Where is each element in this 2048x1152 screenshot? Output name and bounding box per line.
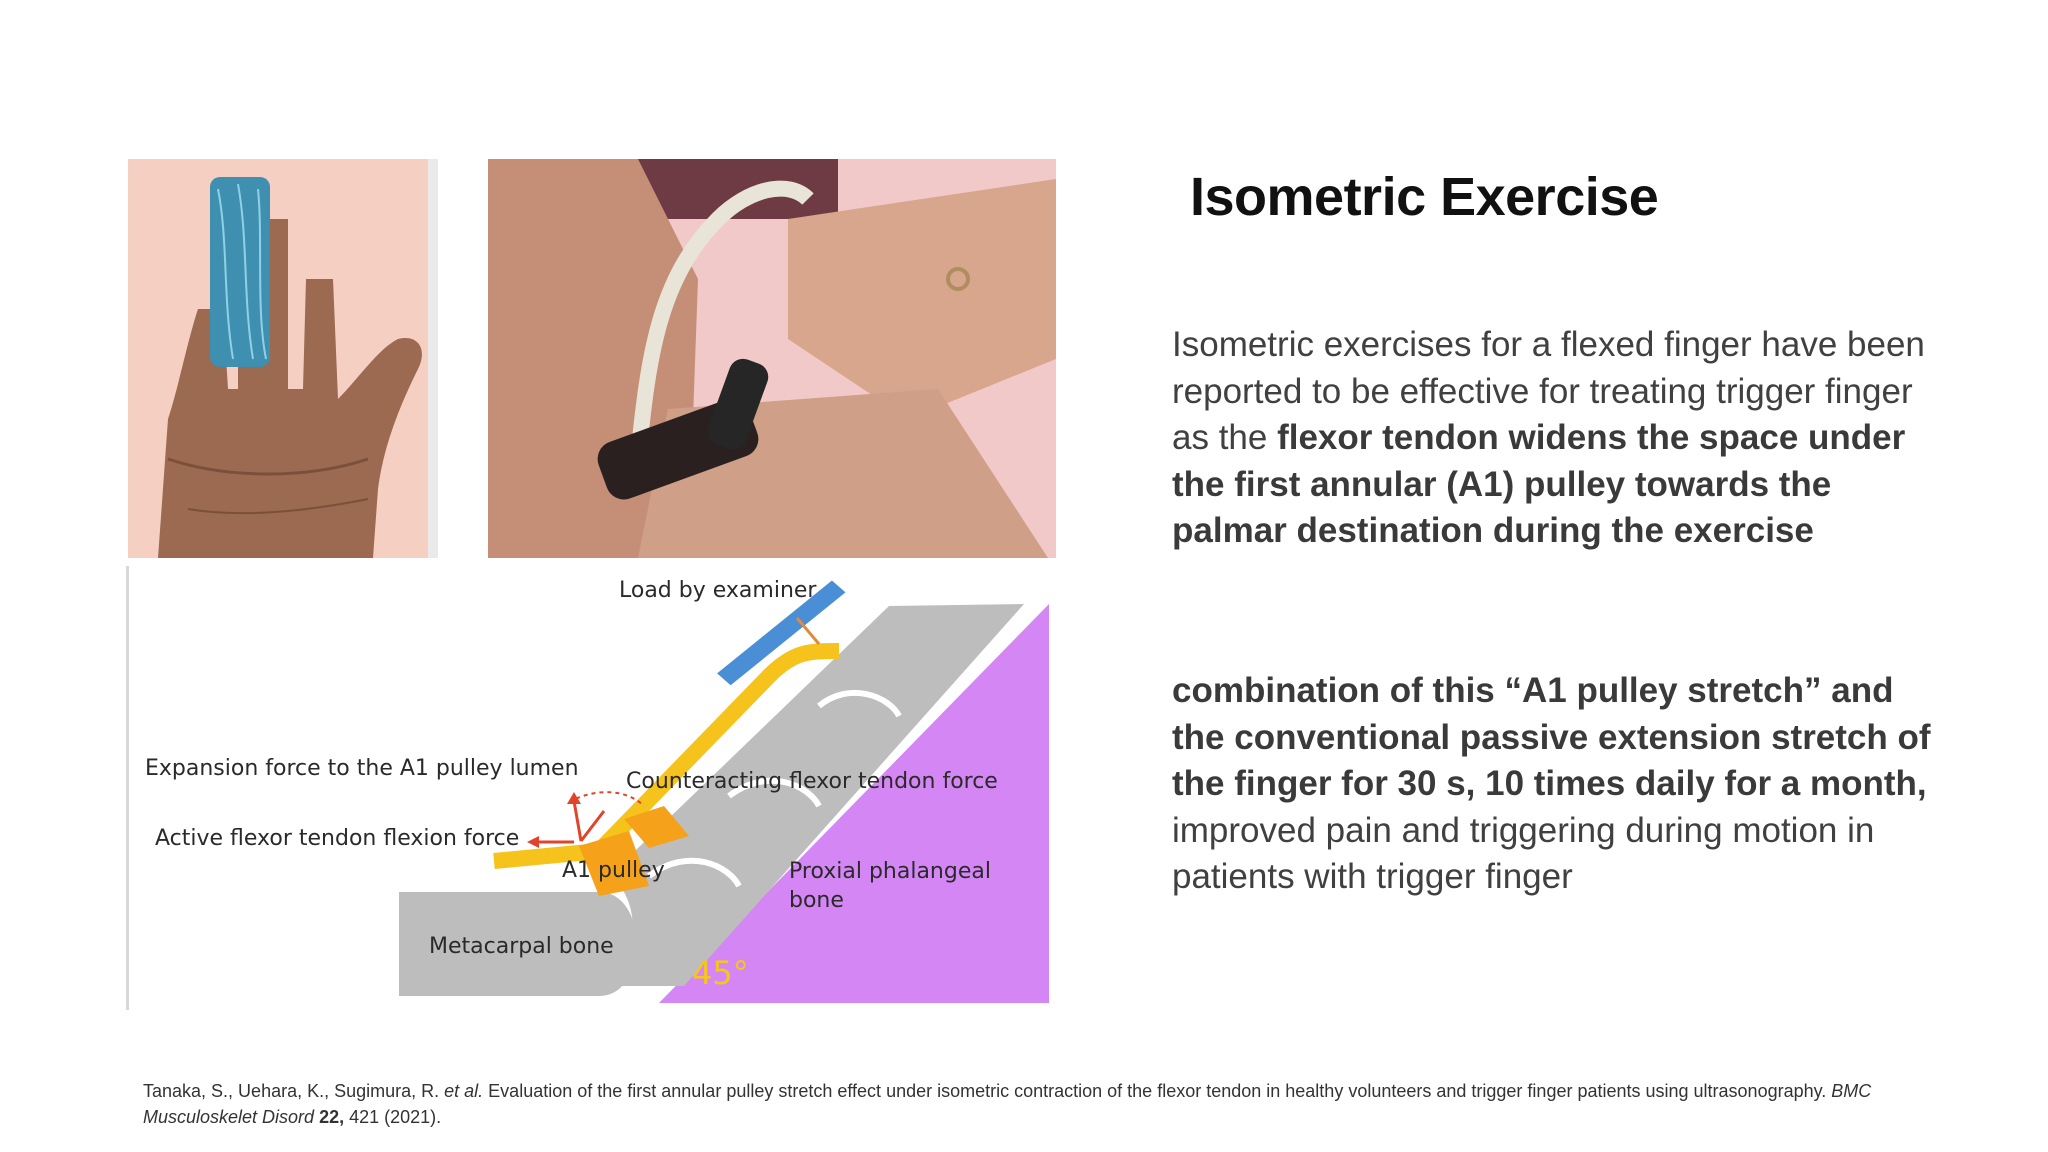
citation-pages: 421 (2021). [344,1107,442,1127]
paragraph-2-bold: combination of this “A1 pulley stretch” … [1172,671,1931,803]
expansion-label: Expansion force to the A1 pulley lumen [145,756,579,781]
flexor-tendon-shape [493,643,840,869]
proximal-label-line2: bone [789,888,844,913]
counteracting-label: Counteracting flexor tendon force [626,769,998,794]
counteract-pulley-shape [624,806,689,848]
paragraph-1-regular: Isometric exercises for a flexed finger … [1172,325,1925,457]
paragraph-1: Isometric exercises for a flexed finger … [1172,322,1932,555]
load-label: Load by examiner [619,578,817,603]
a1-pulley-diagram: Load by examiner Expansion force to the … [126,566,1059,1010]
citation-authors: Tanaka, S., Uehara, K., Sugimura, R. [143,1081,445,1101]
phalangeal-bone-shape [609,604,1024,986]
metacarpal-label: Metacarpal bone [429,934,614,959]
citation: Tanaka, S., Uehara, K., Sugimura, R. et … [143,1078,1963,1130]
expansion-arrow [572,800,583,842]
examiner-hands-illustration [488,159,1056,558]
hand-splint-photo [128,159,438,558]
slide-title: Isometric Exercise [1190,167,1659,227]
citation-title: Evaluation of the first annular pulley s… [483,1081,1832,1101]
citation-volume: 22, [319,1107,345,1127]
paragraph-2-regular: improved pain and triggering during moti… [1172,810,1875,897]
examiner-hands-photo [488,159,1056,558]
active-force-label: Active flexor tendon flexion force [155,826,520,851]
angle-label: 45° [692,954,749,992]
diagram-graphic [399,580,1049,1003]
a1-pulley-shape [579,831,649,896]
citation-journal: BMC Musculoskelet Disord [143,1081,1872,1127]
paragraph-2: combination of this “A1 pulley stretch” … [1172,668,1932,901]
load-bar [717,580,846,686]
paragraph-1-bold: flexor tendon widens the space under the… [1172,418,1906,550]
hand-splint-illustration [128,159,438,558]
metacarpal-bone-shape [399,892,637,996]
proximal-label-line1: Proxial phalangeal [789,859,991,884]
citation-etal: et al. [444,1081,484,1101]
a1-pulley-label: A1 pulley [562,858,665,883]
